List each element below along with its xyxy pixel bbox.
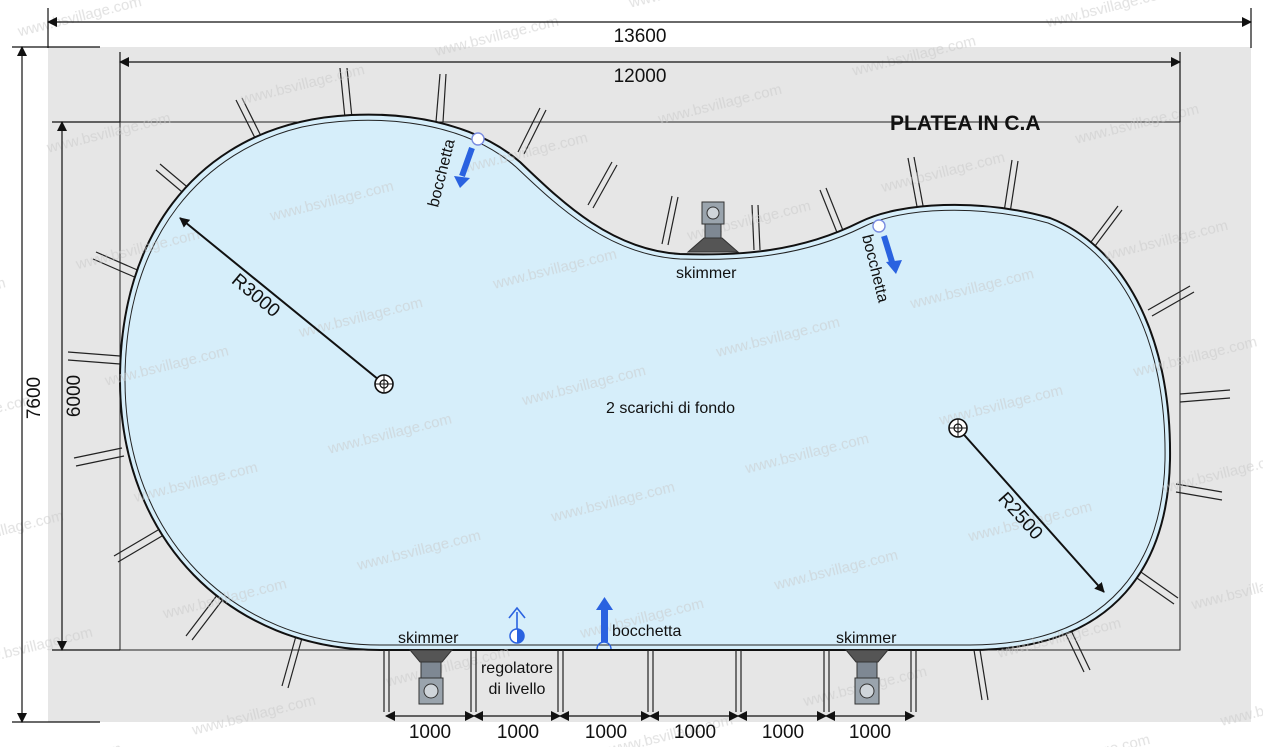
bottom-panel-posts	[383, 650, 917, 712]
dimension-label-7600: 7600	[24, 377, 45, 419]
dimension-6000	[52, 121, 120, 651]
skimmer-bottom-right-icon	[844, 649, 890, 705]
dimension-label-6000: 6000	[64, 375, 85, 417]
dimension-13600	[47, 8, 1252, 48]
return-inlet-top-right-icon	[872, 219, 902, 274]
level-regulator-label-line1: regolatore	[481, 660, 553, 677]
return-inlet-top-left-icon	[454, 132, 485, 188]
spacing-label: 1000	[409, 722, 451, 743]
main-drains-label: 2 scarichi di fondo	[606, 400, 735, 417]
spacing-label: 1000	[674, 722, 716, 743]
level-regulator-icon	[508, 606, 526, 644]
dimension-label-13600: 13600	[614, 26, 667, 47]
dimension-12000	[119, 52, 1181, 122]
main-drain-left-icon	[374, 374, 394, 394]
level-regulator-label-line2: di livello	[489, 681, 546, 698]
radius-left-line	[179, 217, 385, 385]
dimension-label-12000: 12000	[614, 66, 667, 87]
spacing-label: 1000	[762, 722, 804, 743]
radius-right-line	[957, 427, 1105, 593]
skimmer-bottom-left-icon	[408, 649, 454, 705]
spacing-label: 1000	[849, 722, 891, 743]
spacing-label: 1000	[497, 722, 539, 743]
skimmer-top-label: skimmer	[676, 265, 737, 282]
return-inlet-bottom-label: bocchetta	[612, 623, 681, 640]
spacing-label: 1000	[585, 722, 627, 743]
slab-title: PLATEA IN C.A	[890, 112, 1041, 135]
main-drain-right-icon	[948, 418, 968, 438]
dimension-7600	[12, 46, 100, 723]
return-inlet-bottom-icon	[596, 597, 613, 650]
skimmer-bottom-left-label: skimmer	[398, 630, 459, 647]
skimmer-top-icon	[686, 201, 740, 253]
skimmer-bottom-right-label: skimmer	[836, 630, 897, 647]
